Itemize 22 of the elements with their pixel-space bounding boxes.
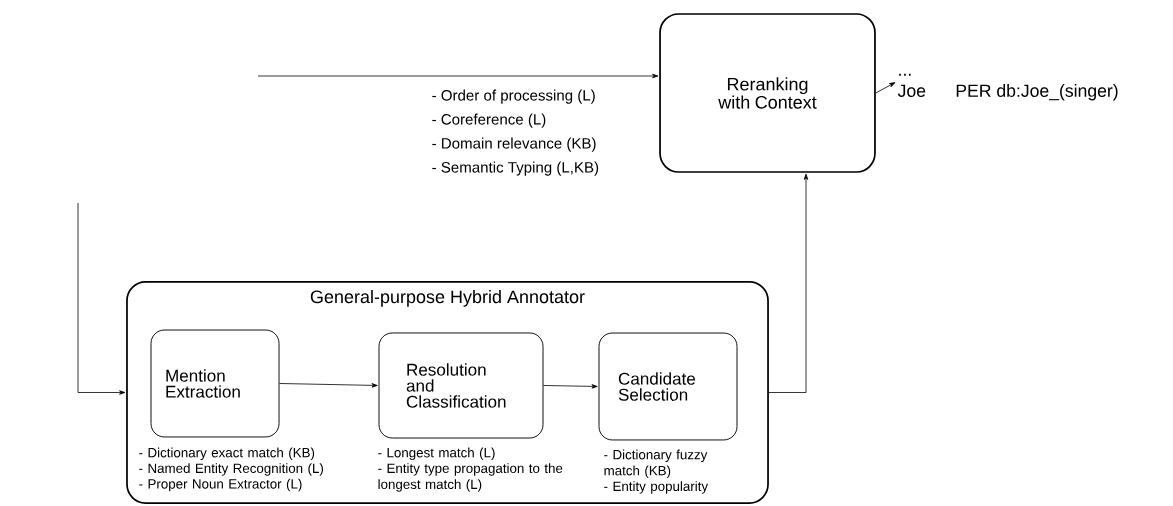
process-box: Candidate Selection: [598, 332, 738, 441]
list-item: - Longest match (L): [378, 447, 495, 460]
list-item: - Named Entity Recognition (L): [139, 463, 323, 476]
process-box: Mention Extraction: [150, 329, 280, 438]
list-item: - Proper Noun Extractor (L): [139, 478, 302, 492]
arrow: [543, 384, 598, 389]
list-item: - Dictionary fuzzy match (KB): [604, 449, 708, 478]
list-item: - Dictionary exact match (KB): [139, 447, 315, 460]
list-item: - Entity type propagation to the longest match (L): [378, 463, 563, 492]
list-item: - Semantic Typing (L,KB): [432, 161, 599, 176]
arrow: [257, 73, 659, 79]
list-item: - Domain relevance (KB): [432, 137, 596, 152]
process-box: Reranking with Context: [659, 13, 876, 173]
arrow: [768, 173, 809, 393]
list-item: - Order of processing (L): [432, 89, 595, 104]
arrow: [279, 383, 378, 388]
process-box: Resolution and Classification: [378, 332, 544, 439]
entity-list: ... Joe PER db:Joe_(singer): [897, 73, 1118, 101]
arrow: [77, 202, 126, 395]
list-item: - Entity popularity: [604, 481, 709, 494]
list-item: - Coreference (L): [432, 113, 546, 128]
arrow: [875, 82, 896, 94]
